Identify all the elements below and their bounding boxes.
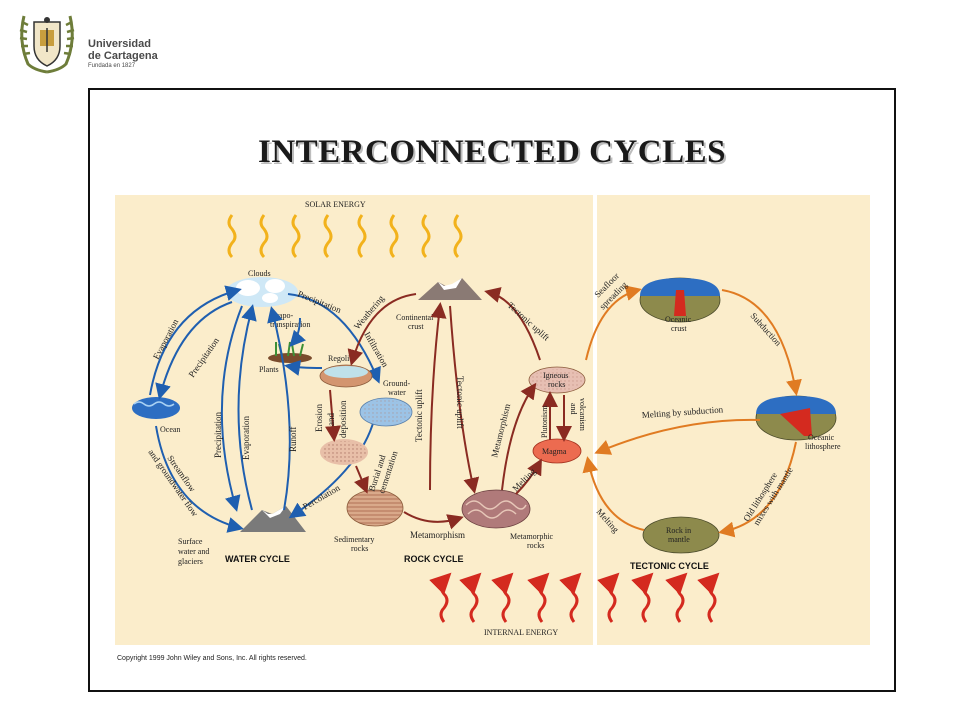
- percolation-label: Percolation: [301, 482, 342, 511]
- oceanic-crust-label-2: crust: [671, 324, 687, 333]
- solar-energy-waves: [227, 214, 463, 259]
- surface-water-label-2: water and: [178, 547, 209, 556]
- plants-illustration: [268, 341, 312, 363]
- university-line1: Universidad: [88, 38, 151, 50]
- precipitation-left-label: Precipitation: [186, 335, 221, 379]
- sedimentary-rocks-node: [346, 489, 404, 527]
- rock-cycle-arrows: [325, 287, 572, 530]
- tectonic-melting-label: Melting: [595, 507, 622, 535]
- internal-energy-label: INTERNAL ENERGY: [484, 628, 558, 637]
- rock-in-mantle-label-2: mantle: [668, 535, 690, 544]
- oceanic-lithosphere-label-1: Oceanic: [808, 433, 835, 442]
- groundwater-label-2: water: [388, 388, 406, 397]
- surface-water-label-1: Surface: [178, 537, 203, 546]
- melting-label: Melting: [510, 466, 538, 494]
- tectonic-uplift-b-label: Tectonic uplift: [455, 376, 465, 429]
- sedimentary-label-1: Sedimentary: [334, 535, 374, 544]
- water-cycle-label: WATER CYCLE: [225, 554, 290, 564]
- ocean-label: Ocean: [160, 425, 180, 434]
- slide-title: INTERCONNECTED CYCLES: [257, 134, 726, 170]
- university-name: Universidad de Cartagena Fundada en 1827: [88, 38, 158, 69]
- magma-label: Magma: [542, 447, 567, 456]
- sedimentary-label-2: rocks: [351, 544, 368, 553]
- clouds-label: Clouds: [248, 269, 271, 278]
- water-rock-panel: [115, 195, 593, 645]
- tectonic-uplift-top-label: Tectonic uplift: [506, 300, 552, 343]
- volcanism-label: volcanism: [578, 398, 587, 432]
- university-founded: Fundada en 1827: [88, 63, 136, 69]
- erosion-label: Erosion: [314, 404, 324, 432]
- surface-water-mountain: [240, 506, 306, 532]
- evaporation-mid-label: Evaporation: [241, 416, 251, 460]
- metamorphism-bottom-label: Metamorphism: [410, 530, 465, 540]
- rock-in-mantle-label-1: Rock in: [666, 526, 691, 535]
- ocean-illustration: [132, 397, 180, 419]
- oceanic-crust-node: [639, 277, 721, 323]
- groundwater-node: [359, 397, 413, 427]
- metamorphic-label-1: Metamorphic: [510, 532, 554, 541]
- rock-cycle-label: ROCK CYCLE: [404, 554, 464, 564]
- university-line2: de Cartagena: [88, 50, 158, 62]
- continental-crust-label-2: crust: [408, 322, 424, 331]
- tectonic-cycle-arrows: [582, 285, 802, 538]
- precipitation-mid-label: Precipitation: [213, 412, 223, 458]
- oceanic-crust-label-1: Oceanic: [665, 315, 692, 324]
- internal-energy-waves: [429, 572, 720, 623]
- precipitation-top-label: Precipitation: [296, 289, 343, 316]
- igneous-rocks-node: [528, 366, 586, 394]
- igneous-label-2: rocks: [548, 380, 565, 389]
- plants-label: Plants: [259, 365, 279, 374]
- igneous-label-1: Igneous: [543, 371, 568, 380]
- copyright-notice: Copyright 1999 John Wiley and Sons, Inc.…: [117, 655, 307, 662]
- university-crest-logo: [19, 15, 75, 74]
- erosion-and-label: and: [326, 413, 336, 426]
- regolith-node: [319, 364, 373, 388]
- clouds-illustration: [226, 277, 298, 307]
- tectonic-cycle-label: TECTONIC CYCLE: [630, 561, 709, 571]
- infiltration-label: Infiltration: [362, 330, 390, 369]
- plutonism-label: Plutonism: [540, 405, 549, 438]
- continental-crust-label-1: Continental: [396, 313, 434, 322]
- metamorphic-rocks-node: [461, 489, 531, 529]
- surface-water-label-3: glaciers: [178, 557, 203, 566]
- oceanic-lithosphere-label-2: lithosphere: [805, 442, 841, 451]
- runoff-label: Runoff: [288, 427, 298, 452]
- regolith-label: Regolith: [328, 354, 356, 363]
- water-cycle-arrows: [149, 285, 381, 533]
- oceanic-lithosphere-node: [755, 395, 837, 441]
- sediment-node: [320, 439, 368, 465]
- tectonic-uplift-a-label: Tectonic uplift: [414, 389, 424, 442]
- melting-by-subduction-label: Melting by subduction: [641, 404, 723, 420]
- metamorphic-label-2: rocks: [527, 541, 544, 550]
- solar-energy-label: SOLAR ENERGY: [305, 200, 366, 209]
- deposition-label: deposition: [338, 400, 348, 438]
- evapotranspiration-label-2: transpiration: [270, 320, 310, 329]
- continental-crust-mountain: [418, 278, 482, 300]
- and-vertical-label: and: [569, 403, 578, 415]
- groundwater-label-1: Ground-: [383, 379, 410, 388]
